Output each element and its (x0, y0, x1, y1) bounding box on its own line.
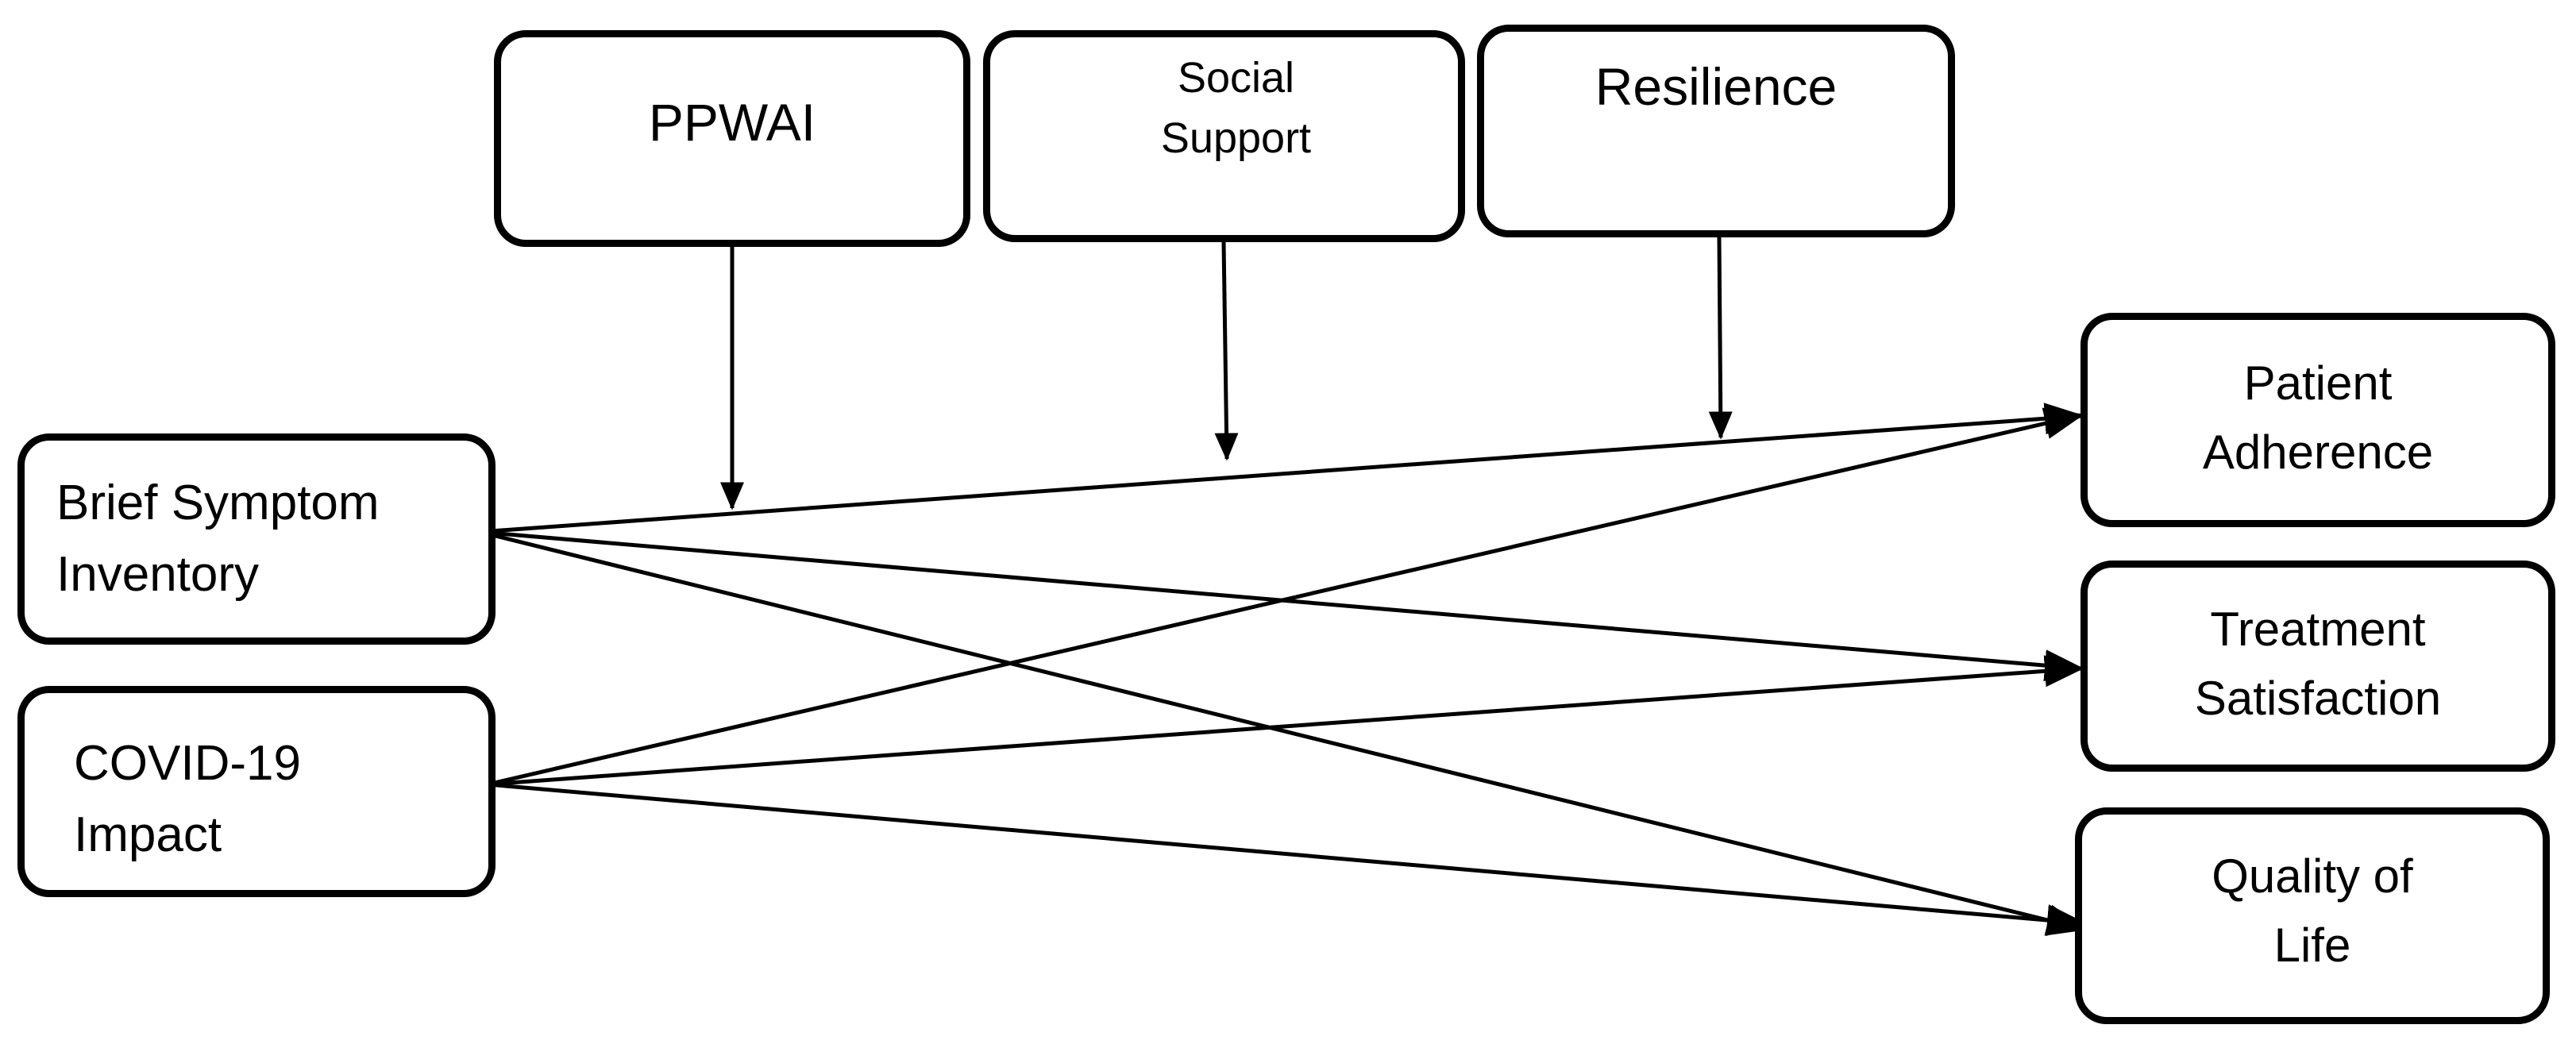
quality-of-life-label: Quality of Life (2212, 849, 2413, 972)
arrow-social-support-moderator (1214, 241, 1239, 461)
ppwai-box: PPWAI (494, 30, 970, 247)
arrow-covid-to-qol (487, 782, 2087, 937)
brief-symptom-inventory-label: Brief Symptom Inventory (56, 476, 380, 602)
arrow-bsi-to-adherence (479, 403, 2084, 534)
arrow-covid-to-satisfaction (487, 655, 2084, 787)
social-support-box: Social Support (983, 30, 1465, 242)
resilience-label: Resilience (1595, 57, 1838, 117)
patient-adherence-label: Patient Adherence (2202, 356, 2434, 479)
treatment-satisfaction-label: Treatment Satisfaction (2194, 603, 2442, 725)
covid-impact-box: COVID-19 Impact (17, 686, 496, 897)
resilience-box: Resilience (1477, 25, 1955, 237)
covid-impact-label: COVID-19 Impact (74, 736, 301, 862)
quality-of-life-box: Quality of Life (2075, 807, 2550, 1024)
brief-symptom-inventory-box: Brief Symptom Inventory (17, 433, 496, 645)
arrow-resilience-moderator (1708, 237, 1733, 440)
patient-adherence-box: Patient Adherence (2080, 313, 2555, 527)
arrow-bsi-to-qol (479, 530, 2087, 936)
ppwai-label: PPWAI (648, 92, 816, 152)
treatment-satisfaction-box: Treatment Satisfaction (2080, 561, 2555, 772)
arrow-covid-to-adherence (487, 407, 2084, 787)
social-support-label: Social Support (1160, 53, 1312, 162)
